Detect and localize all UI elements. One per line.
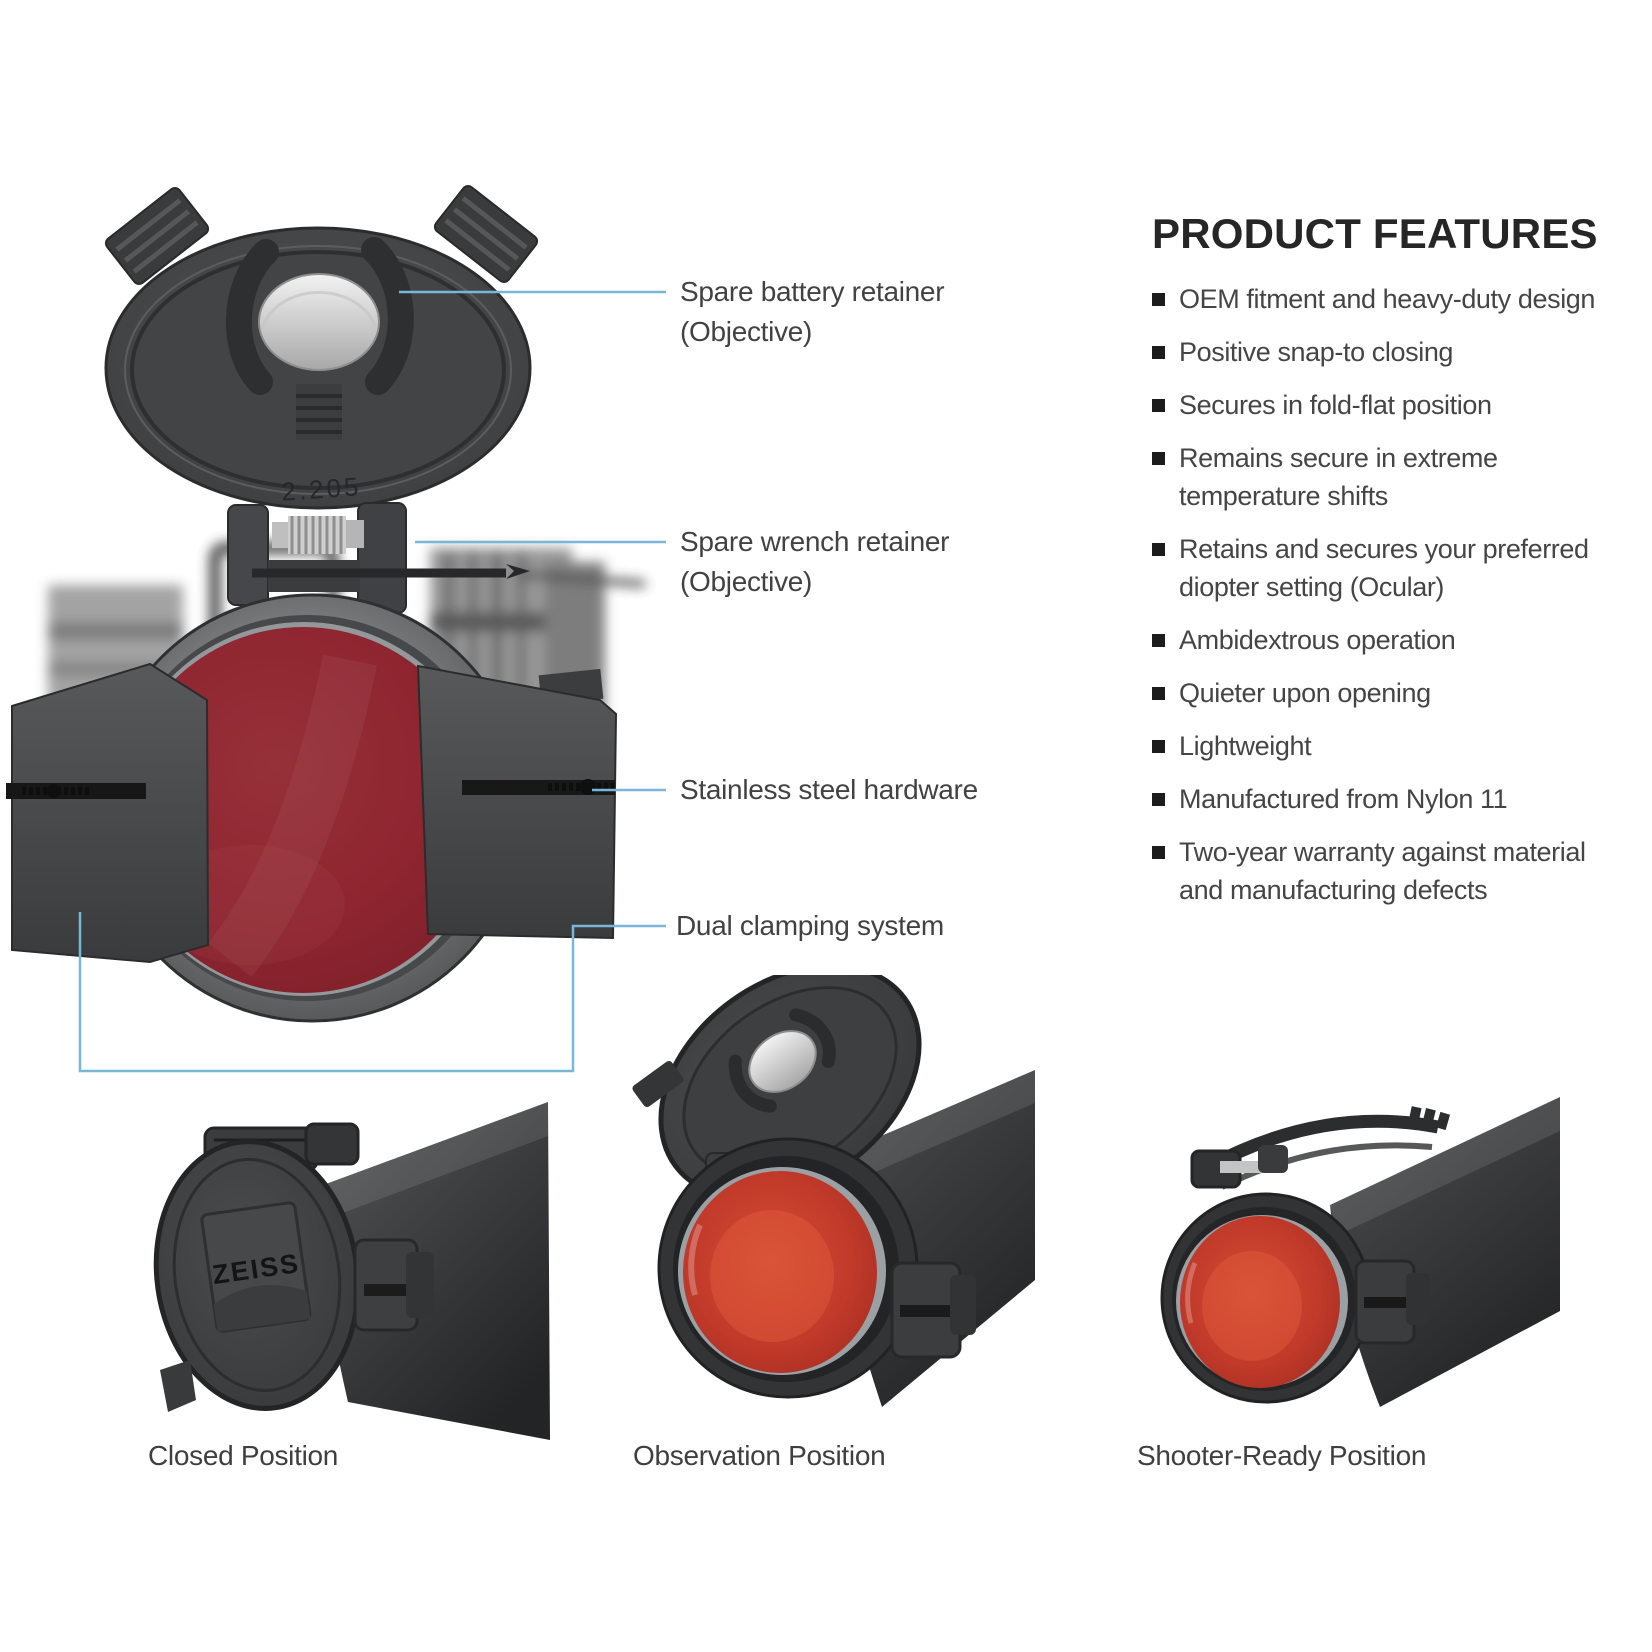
latch-block xyxy=(1354,1259,1430,1345)
battery-retainer-arm-left xyxy=(225,239,279,395)
feature-item: Ambidextrous operation xyxy=(1152,621,1614,659)
photo-shooter-ready-position xyxy=(1160,1097,1560,1407)
feature-text: Ambidextrous operation xyxy=(1179,625,1456,655)
bullet-square-icon xyxy=(1152,452,1165,465)
callout-label-hardware: Stainless steel hardware xyxy=(680,770,978,810)
feature-item: Remains secure in extreme temperature sh… xyxy=(1152,439,1614,515)
flip-cap-open: 2.205 xyxy=(104,185,539,510)
caption-shooter-ready-position: Shooter-Ready Position xyxy=(1137,1440,1427,1471)
bullet-square-icon xyxy=(1152,543,1165,556)
bullet-square-icon xyxy=(1152,399,1165,412)
feature-item: Quieter upon opening xyxy=(1152,674,1614,712)
callout-label-clamping: Dual clamping system xyxy=(676,906,944,946)
caption-observation-position: Observation Position xyxy=(633,1440,886,1471)
clamp-right xyxy=(416,664,618,940)
callout-label-battery: Spare battery retainer (Objective) xyxy=(680,272,945,352)
bullet-square-icon xyxy=(1152,793,1165,806)
callout-label-wrench-line2: (Objective) xyxy=(680,566,813,597)
feature-item: Secures in fold-flat position xyxy=(1152,386,1614,424)
folded-flat-cap xyxy=(1190,1106,1451,1190)
feature-item: Positive snap-to closing xyxy=(1152,333,1614,371)
main-product-photo: 2.205 xyxy=(6,185,646,1023)
feature-text: Retains and secures your preferred diopt… xyxy=(1179,534,1589,602)
ear-tab-right-icon xyxy=(433,185,539,283)
battery-retainer-arm-right xyxy=(361,237,414,395)
photo-closed-position: ZEISS xyxy=(153,1102,550,1440)
feature-item: Lightweight xyxy=(1152,727,1614,765)
features-title: PRODUCT FEATURES xyxy=(1152,210,1598,257)
callout-label-battery-line2: (Objective) xyxy=(680,316,813,347)
callout-label-battery-line1: Spare battery retainer xyxy=(680,276,945,307)
feature-text: OEM fitment and heavy-duty design xyxy=(1179,284,1596,314)
caption-closed-position: Closed Position xyxy=(148,1440,339,1471)
feature-text: Remains secure in extreme temperature sh… xyxy=(1179,443,1498,511)
clamp-left xyxy=(6,662,210,964)
spare-battery xyxy=(748,1030,817,1093)
photo-observation-position xyxy=(632,975,1035,1407)
open-cap xyxy=(632,975,922,1201)
feature-text: Lightweight xyxy=(1179,731,1312,761)
features-list: OEM fitment and heavy-duty design Positi… xyxy=(1152,280,1614,909)
spare-battery xyxy=(258,273,380,371)
cap-engraving: 2.205 xyxy=(280,471,362,507)
objective-ring xyxy=(1160,1192,1372,1404)
feature-text: Secures in fold-flat position xyxy=(1179,390,1492,420)
clamp-screw-left xyxy=(47,784,61,798)
bullet-square-icon xyxy=(1152,293,1165,306)
feature-text: Two-year warranty against material and m… xyxy=(1179,837,1586,905)
callout-label-wrench: Spare wrench retainer (Objective) xyxy=(680,522,949,602)
red-lens xyxy=(1180,1216,1340,1388)
feature-item: Manufactured from Nylon 11 xyxy=(1152,780,1614,818)
callout-label-hardware-line1: Stainless steel hardware xyxy=(680,774,978,805)
latch-block xyxy=(353,1238,434,1332)
ear-tab-left-icon xyxy=(104,187,210,285)
latch-block xyxy=(890,1261,976,1359)
red-lens xyxy=(120,627,486,993)
bullet-square-icon xyxy=(1152,740,1165,753)
feature-item: Retains and secures your preferred diopt… xyxy=(1152,530,1614,606)
callout-label-clamping-line1: Dual clamping system xyxy=(676,910,944,941)
bottom-tab xyxy=(160,1360,196,1412)
hinge-spring-icon xyxy=(288,516,346,554)
feature-item: Two-year warranty against material and m… xyxy=(1152,833,1614,909)
feature-text: Positive snap-to closing xyxy=(1179,337,1454,367)
bullet-square-icon xyxy=(1152,687,1165,700)
feature-text: Quieter upon opening xyxy=(1179,678,1431,708)
objective-ring xyxy=(657,1137,919,1399)
features-panel: PRODUCT FEATURES OEM fitment and heavy-d… xyxy=(1152,210,1630,924)
bullet-square-icon xyxy=(1152,846,1165,859)
closed-cap: ZEISS xyxy=(153,1139,361,1411)
bullet-square-icon xyxy=(1152,346,1165,359)
bullet-square-icon xyxy=(1152,634,1165,647)
clamp-screw-right xyxy=(580,779,596,795)
feature-text: Manufactured from Nylon 11 xyxy=(1179,784,1508,814)
callout-label-wrench-line1: Spare wrench retainer xyxy=(680,526,950,557)
feature-item: OEM fitment and heavy-duty design xyxy=(1152,280,1614,318)
red-lens xyxy=(683,1171,877,1373)
